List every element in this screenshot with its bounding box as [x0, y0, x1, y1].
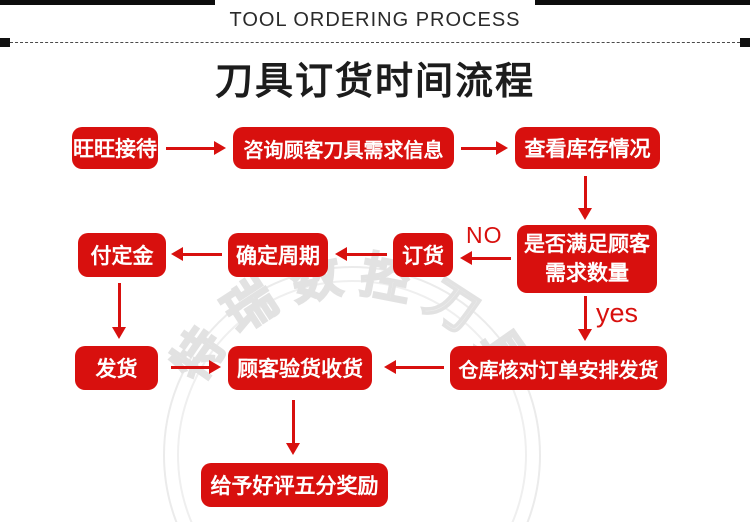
node-check-inventory: 查看库存情况 — [515, 127, 660, 169]
satisfy-line-1: 是否满足顾客 — [524, 233, 650, 256]
node-place-order: 订货 — [393, 233, 453, 277]
satisfy-line-2: 需求数量 — [545, 262, 629, 285]
arrow-cycle-to-deposit — [171, 247, 222, 261]
node-confirm-cycle: 确定周期 — [228, 233, 328, 277]
divider-endcap-left — [0, 38, 10, 47]
node-warehouse-verify-arrange-shipment: 仓库核对订单安排发货 — [450, 346, 667, 390]
arrow-satisfy-to-warehouse-yes — [578, 296, 592, 341]
english-title: TOOL ORDERING PROCESS — [229, 9, 521, 31]
node-ship-goods: 发货 — [75, 346, 158, 390]
header-rule-left — [0, 0, 215, 5]
arrow-checkstock-to-satisfy — [578, 176, 592, 220]
node-give-five-star-review-reward: 给予好评五分奖励 — [201, 463, 388, 507]
node-customer-inspect-receive: 顾客验货收货 — [228, 346, 372, 390]
divider-endcap-right — [740, 38, 750, 47]
header-rule-right — [535, 0, 750, 5]
branch-label-yes: yes — [596, 298, 639, 328]
node-satisfy-demand-decision: 是否满足顾客 需求数量 — [517, 225, 657, 293]
arrow-ship-to-inspect — [171, 360, 221, 374]
arrow-order-to-cycle — [335, 247, 387, 261]
arrow-inquiry-to-checkstock — [461, 141, 508, 155]
dashed-divider — [10, 42, 740, 43]
arrow-reception-to-inquiry — [166, 141, 226, 155]
node-inquire-customer-tool-needs: 咨询顾客刀具需求信息 — [233, 127, 454, 169]
arrow-deposit-to-ship — [112, 283, 126, 339]
arrow-satisfy-to-order-no — [460, 251, 511, 265]
page-title: 刀具订货时间流程 — [214, 61, 535, 103]
arrow-inspect-to-review — [286, 400, 300, 455]
node-pay-deposit: 付定金 — [78, 233, 166, 277]
node-wangwang-reception: 旺旺接待 — [72, 127, 158, 169]
arrow-warehouse-to-inspect — [384, 360, 444, 374]
branch-label-no: NO — [466, 222, 503, 248]
